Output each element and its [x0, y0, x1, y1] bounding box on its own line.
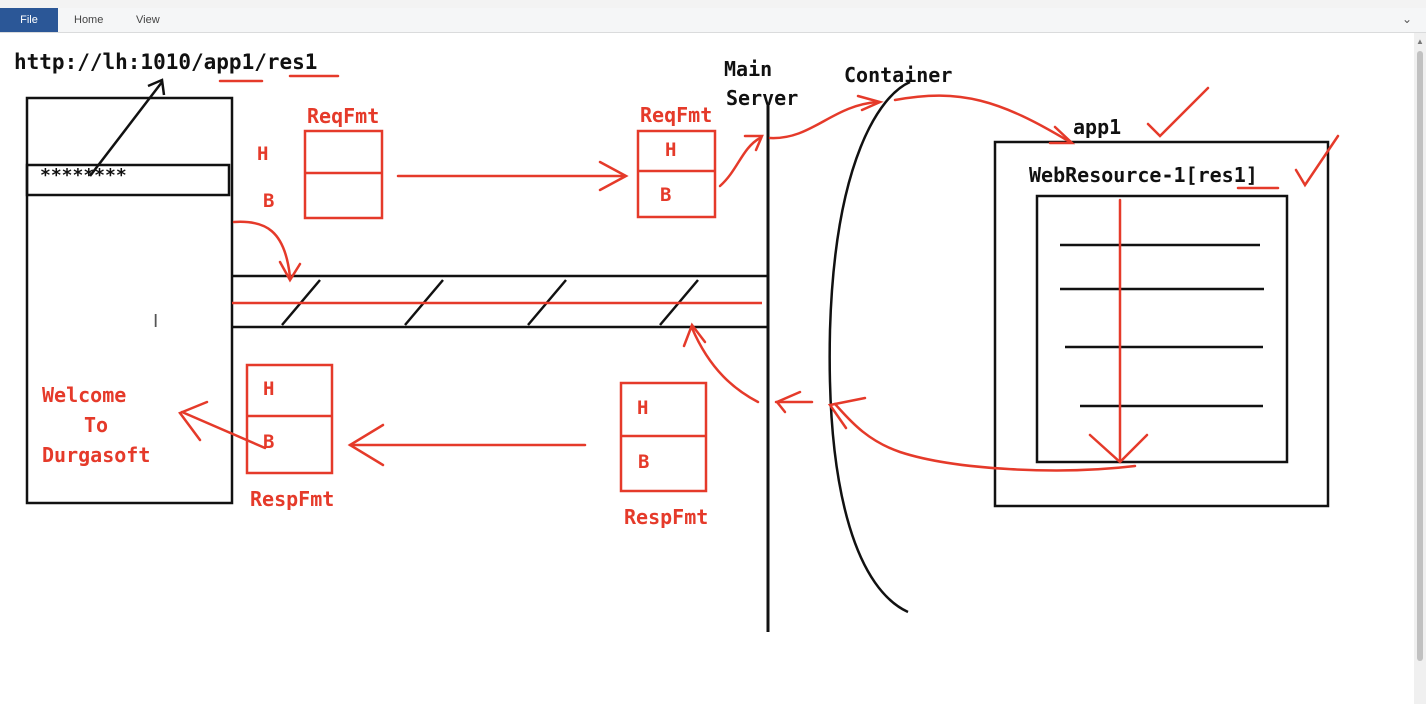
- server-req-header: H: [665, 139, 677, 161]
- vertical-scrollbar[interactable]: ▲: [1414, 33, 1426, 704]
- web-resource-prefix: WebResource-1[: [1029, 163, 1198, 187]
- request-flow-arrows: [232, 94, 1149, 464]
- checkmarks: [1146, 86, 1340, 188]
- home-tab[interactable]: Home: [74, 14, 104, 26]
- scroll-up-icon[interactable]: ▲: [1416, 37, 1424, 46]
- welcome-line3: Durgasoft: [42, 443, 151, 467]
- url-text: http://lh:1010/app1/res1: [14, 50, 318, 74]
- view-tab[interactable]: View: [136, 14, 160, 26]
- container-arc: [828, 80, 911, 614]
- response-flow-arrows: [178, 322, 1137, 472]
- password-mask-text: ********: [40, 165, 127, 186]
- request-body-side-label: B: [263, 190, 275, 212]
- network-pipe: [232, 274, 767, 329]
- server-reqfmt-label: ReqFmt: [640, 103, 713, 127]
- server-respfmt-label: RespFmt: [624, 505, 709, 529]
- url-to-input-arrow: [89, 78, 166, 177]
- app-box-drawing: [993, 140, 1330, 508]
- server-resp-header: H: [637, 397, 649, 419]
- welcome-line1: Welcome: [42, 383, 127, 407]
- title-bar: [0, 0, 1426, 8]
- request-header-side-label: H: [257, 143, 269, 165]
- text-cursor-icon: I: [153, 311, 159, 332]
- main-server-label-line2: Server: [726, 86, 799, 110]
- web-resource-suffix: ]: [1245, 163, 1258, 187]
- ribbon-tabs: File Home View ⌄: [0, 8, 1426, 33]
- server-req-body: B: [660, 184, 672, 206]
- web-resource-name: res1: [1197, 163, 1246, 187]
- welcome-line2: To: [84, 413, 109, 437]
- web-resource-label: WebResource-1[res1]: [1029, 163, 1258, 187]
- file-tab[interactable]: File: [0, 8, 58, 32]
- client-resp-header: H: [263, 378, 275, 400]
- app1-label: app1: [1073, 115, 1122, 139]
- underline-marks: [218, 74, 1280, 190]
- client-respfmt-label: RespFmt: [250, 487, 335, 511]
- client-resp-body: B: [263, 431, 275, 453]
- main-server-label-line1: Main: [724, 57, 773, 81]
- request-format-boxes: [303, 129, 717, 220]
- server-resp-body: B: [638, 451, 650, 473]
- scrollbar-thumb[interactable]: [1417, 51, 1423, 661]
- ribbon-collapse-icon[interactable]: ⌄: [1401, 12, 1412, 26]
- container-label: Container: [844, 63, 953, 87]
- whiteboard-drawing: [25, 74, 1340, 632]
- paint-canvas[interactable]: http://lh:1010/app1/res1 ******** Main S…: [0, 33, 1414, 704]
- browser-window-drawing: [25, 96, 234, 505]
- response-format-boxes: [245, 363, 708, 493]
- client-reqfmt-label: ReqFmt: [307, 104, 380, 128]
